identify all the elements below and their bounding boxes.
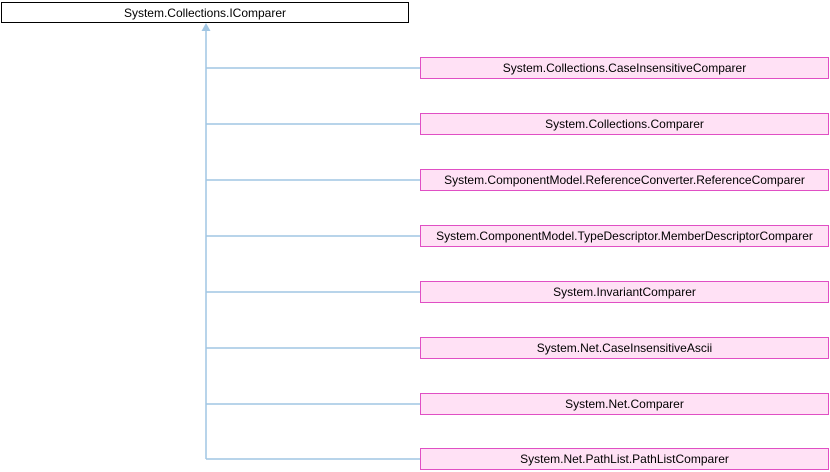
derived-class-box[interactable]: System.InvariantComparer xyxy=(420,281,829,303)
base-class-box[interactable]: System.Collections.IComparer xyxy=(1,2,409,23)
derived-class-label: System.Net.Comparer xyxy=(565,397,684,411)
derived-class-label: System.Net.CaseInsensitiveAscii xyxy=(536,341,713,355)
derived-class-label: System.Collections.CaseInsensitiveCompar… xyxy=(502,61,747,75)
derived-class-box[interactable]: System.ComponentModel.TypeDescriptor.Mem… xyxy=(420,225,829,247)
derived-class-box[interactable]: System.Net.Comparer xyxy=(420,393,829,415)
derived-class-box[interactable]: System.ComponentModel.ReferenceConverter… xyxy=(420,169,829,191)
derived-class-box[interactable]: System.Collections.Comparer xyxy=(420,113,829,135)
derived-class-label: System.Net.PathList.PathListComparer xyxy=(520,452,729,466)
derived-class-label: System.ComponentModel.TypeDescriptor.Mem… xyxy=(436,229,813,243)
up-arrow-icon xyxy=(201,23,211,31)
derived-class-label: System.ComponentModel.ReferenceConverter… xyxy=(444,173,805,187)
derived-class-box[interactable]: System.Net.PathList.PathListComparer xyxy=(420,448,829,470)
derived-class-box[interactable]: System.Net.CaseInsensitiveAscii xyxy=(420,337,829,359)
base-class-label: System.Collections.IComparer xyxy=(123,5,287,20)
derived-class-box[interactable]: System.Collections.CaseInsensitiveCompar… xyxy=(420,57,829,79)
derived-class-label: System.Collections.Comparer xyxy=(545,117,704,131)
derived-class-label: System.InvariantComparer xyxy=(553,285,696,299)
